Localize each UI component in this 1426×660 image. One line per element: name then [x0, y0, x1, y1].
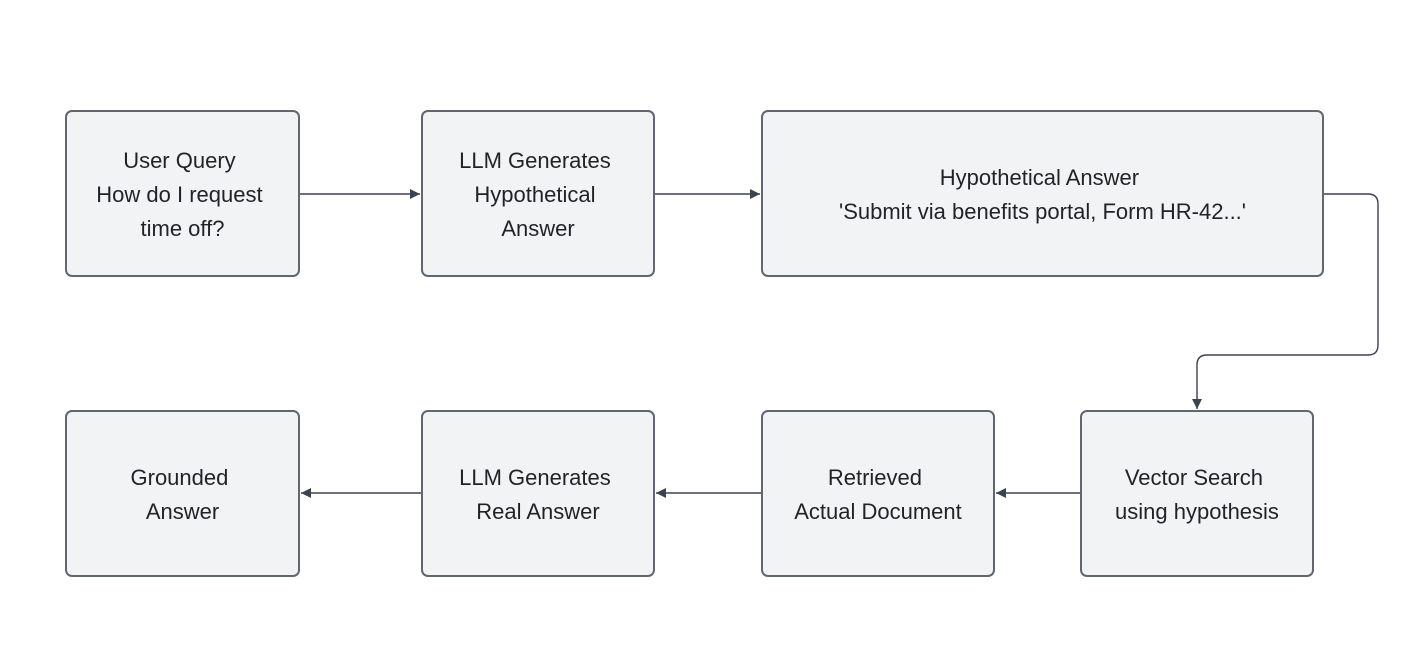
node-hypothetical-answer: Hypothetical Answer 'Submit via benefits… — [761, 110, 1324, 277]
node-grounded-answer-line-1: Grounded — [131, 465, 229, 490]
node-llm-real-answer-line-2: Real Answer — [476, 499, 600, 524]
svg-text:LLM Generates Hypothetic: LLM Generates Hypothetical Answer — [459, 148, 617, 241]
node-retrieved-document: Retrieved Actual Document — [761, 410, 995, 577]
svg-text:Hypothetical Answer 'Sub: Hypothetical Answer 'Submit via benefits… — [839, 165, 1246, 224]
node-vector-search-line-2: using hypothesis — [1115, 499, 1279, 524]
svg-text:Retrieved Actual Documen: Retrieved Actual Document — [794, 465, 962, 524]
node-grounded-answer-line-2: Answer — [146, 499, 219, 524]
node-vector-search: Vector Search using hypothesis — [1080, 410, 1314, 577]
svg-text:Vector Search using hypo: Vector Search using hypothesis — [1115, 465, 1279, 524]
edge-hypothetical-answer-to-vector-search — [1192, 193, 1379, 409]
node-llm-hypothetical-line-3: Answer — [501, 216, 574, 241]
node-user-query-line-1: User Query — [123, 148, 235, 173]
node-vector-search-line-1: Vector Search — [1125, 465, 1263, 490]
node-hypothetical-answer-line-2: 'Submit via benefits portal, Form HR-42.… — [839, 199, 1246, 224]
node-retrieved-document-line-1: Retrieved — [828, 465, 922, 490]
svg-text:User Query How do I requ: User Query How do I request time off? — [96, 148, 268, 241]
node-llm-generates-hypothetical: LLM Generates Hypothetical Answer — [421, 110, 655, 277]
node-llm-hypothetical-line-1: LLM Generates — [459, 148, 611, 173]
node-llm-real-answer-line-1: LLM Generates — [459, 465, 611, 490]
node-user-query-line-3: time off? — [141, 216, 225, 241]
svg-text:Grounded Answer: Grounded Answer — [131, 465, 235, 524]
node-llm-hypothetical-line-2: Hypothetical — [474, 182, 595, 207]
node-user-query-line-2: How do I request — [96, 182, 262, 207]
node-user-query: User Query How do I request time off? — [65, 110, 300, 277]
node-llm-generates-real-answer: LLM Generates Real Answer — [421, 410, 655, 577]
node-retrieved-document-line-2: Actual Document — [794, 499, 962, 524]
svg-text:LLM Generates Real Answe: LLM Generates Real Answer — [459, 465, 617, 524]
node-grounded-answer: Grounded Answer — [65, 410, 300, 577]
node-hypothetical-answer-line-1: Hypothetical Answer — [940, 165, 1139, 190]
